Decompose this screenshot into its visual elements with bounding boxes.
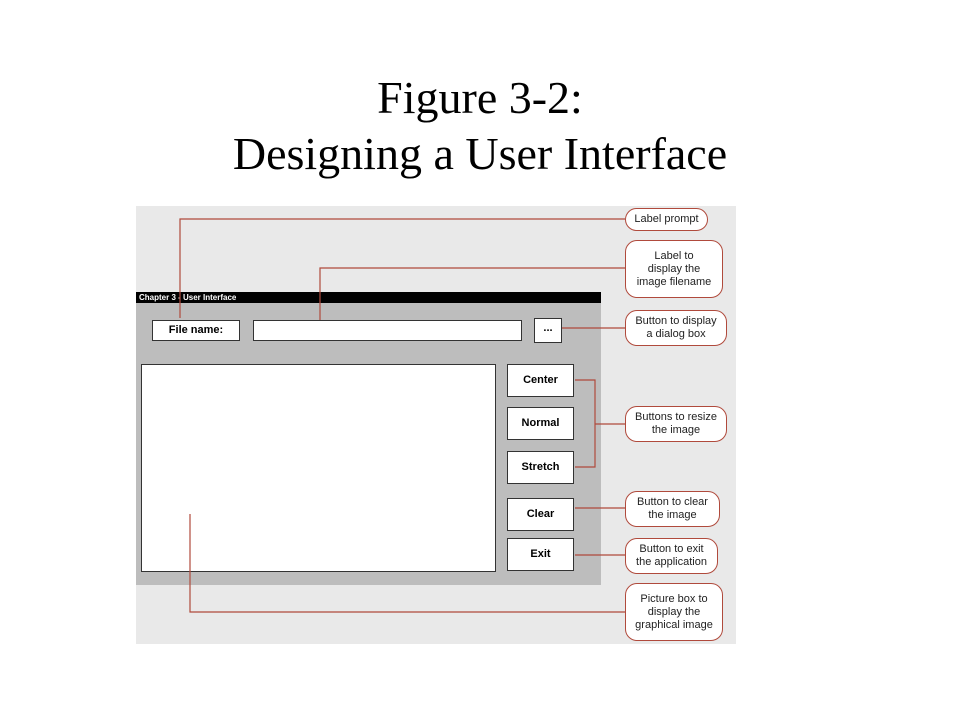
callout-filename-label: Label to display the image filename <box>625 240 723 298</box>
callout-exit-button: Button to exit the application <box>625 538 718 574</box>
callout-picture-box: Picture box to display the graphical ima… <box>625 583 723 641</box>
leader-resize-buttons <box>575 379 625 468</box>
stretch-button[interactable]: Stretch <box>507 451 574 484</box>
callout-resize-buttons: Buttons to resize the image <box>625 406 727 442</box>
center-button[interactable]: Center <box>507 364 574 397</box>
leader-label-prompt <box>179 218 625 318</box>
callout-label-prompt: Label prompt <box>625 208 708 231</box>
leader-filename-label <box>319 267 625 320</box>
clear-button[interactable]: Clear <box>507 498 574 531</box>
browse-button[interactable]: ... <box>534 318 562 343</box>
picture-box <box>141 364 496 572</box>
filename-prompt-label: File name: <box>152 320 240 341</box>
window-title-bar: Chapter 3 - User Interface <box>136 292 601 303</box>
callout-dialog-button: Button to display a dialog box <box>625 310 727 346</box>
slide-title-line-2: Designing a User Interface <box>232 128 728 179</box>
exit-button[interactable]: Exit <box>507 538 574 571</box>
slide-title-line-1: Figure 3-2: <box>377 72 583 123</box>
callout-clear-button: Button to clear the image <box>625 491 720 527</box>
filename-display-label <box>253 320 522 341</box>
leader-picture-box <box>189 514 625 613</box>
app-window: Chapter 3 - User Interface File name: ..… <box>136 292 601 585</box>
normal-button[interactable]: Normal <box>507 407 574 440</box>
slide-title: Figure 3-2: Designing a User Interface <box>0 70 960 182</box>
